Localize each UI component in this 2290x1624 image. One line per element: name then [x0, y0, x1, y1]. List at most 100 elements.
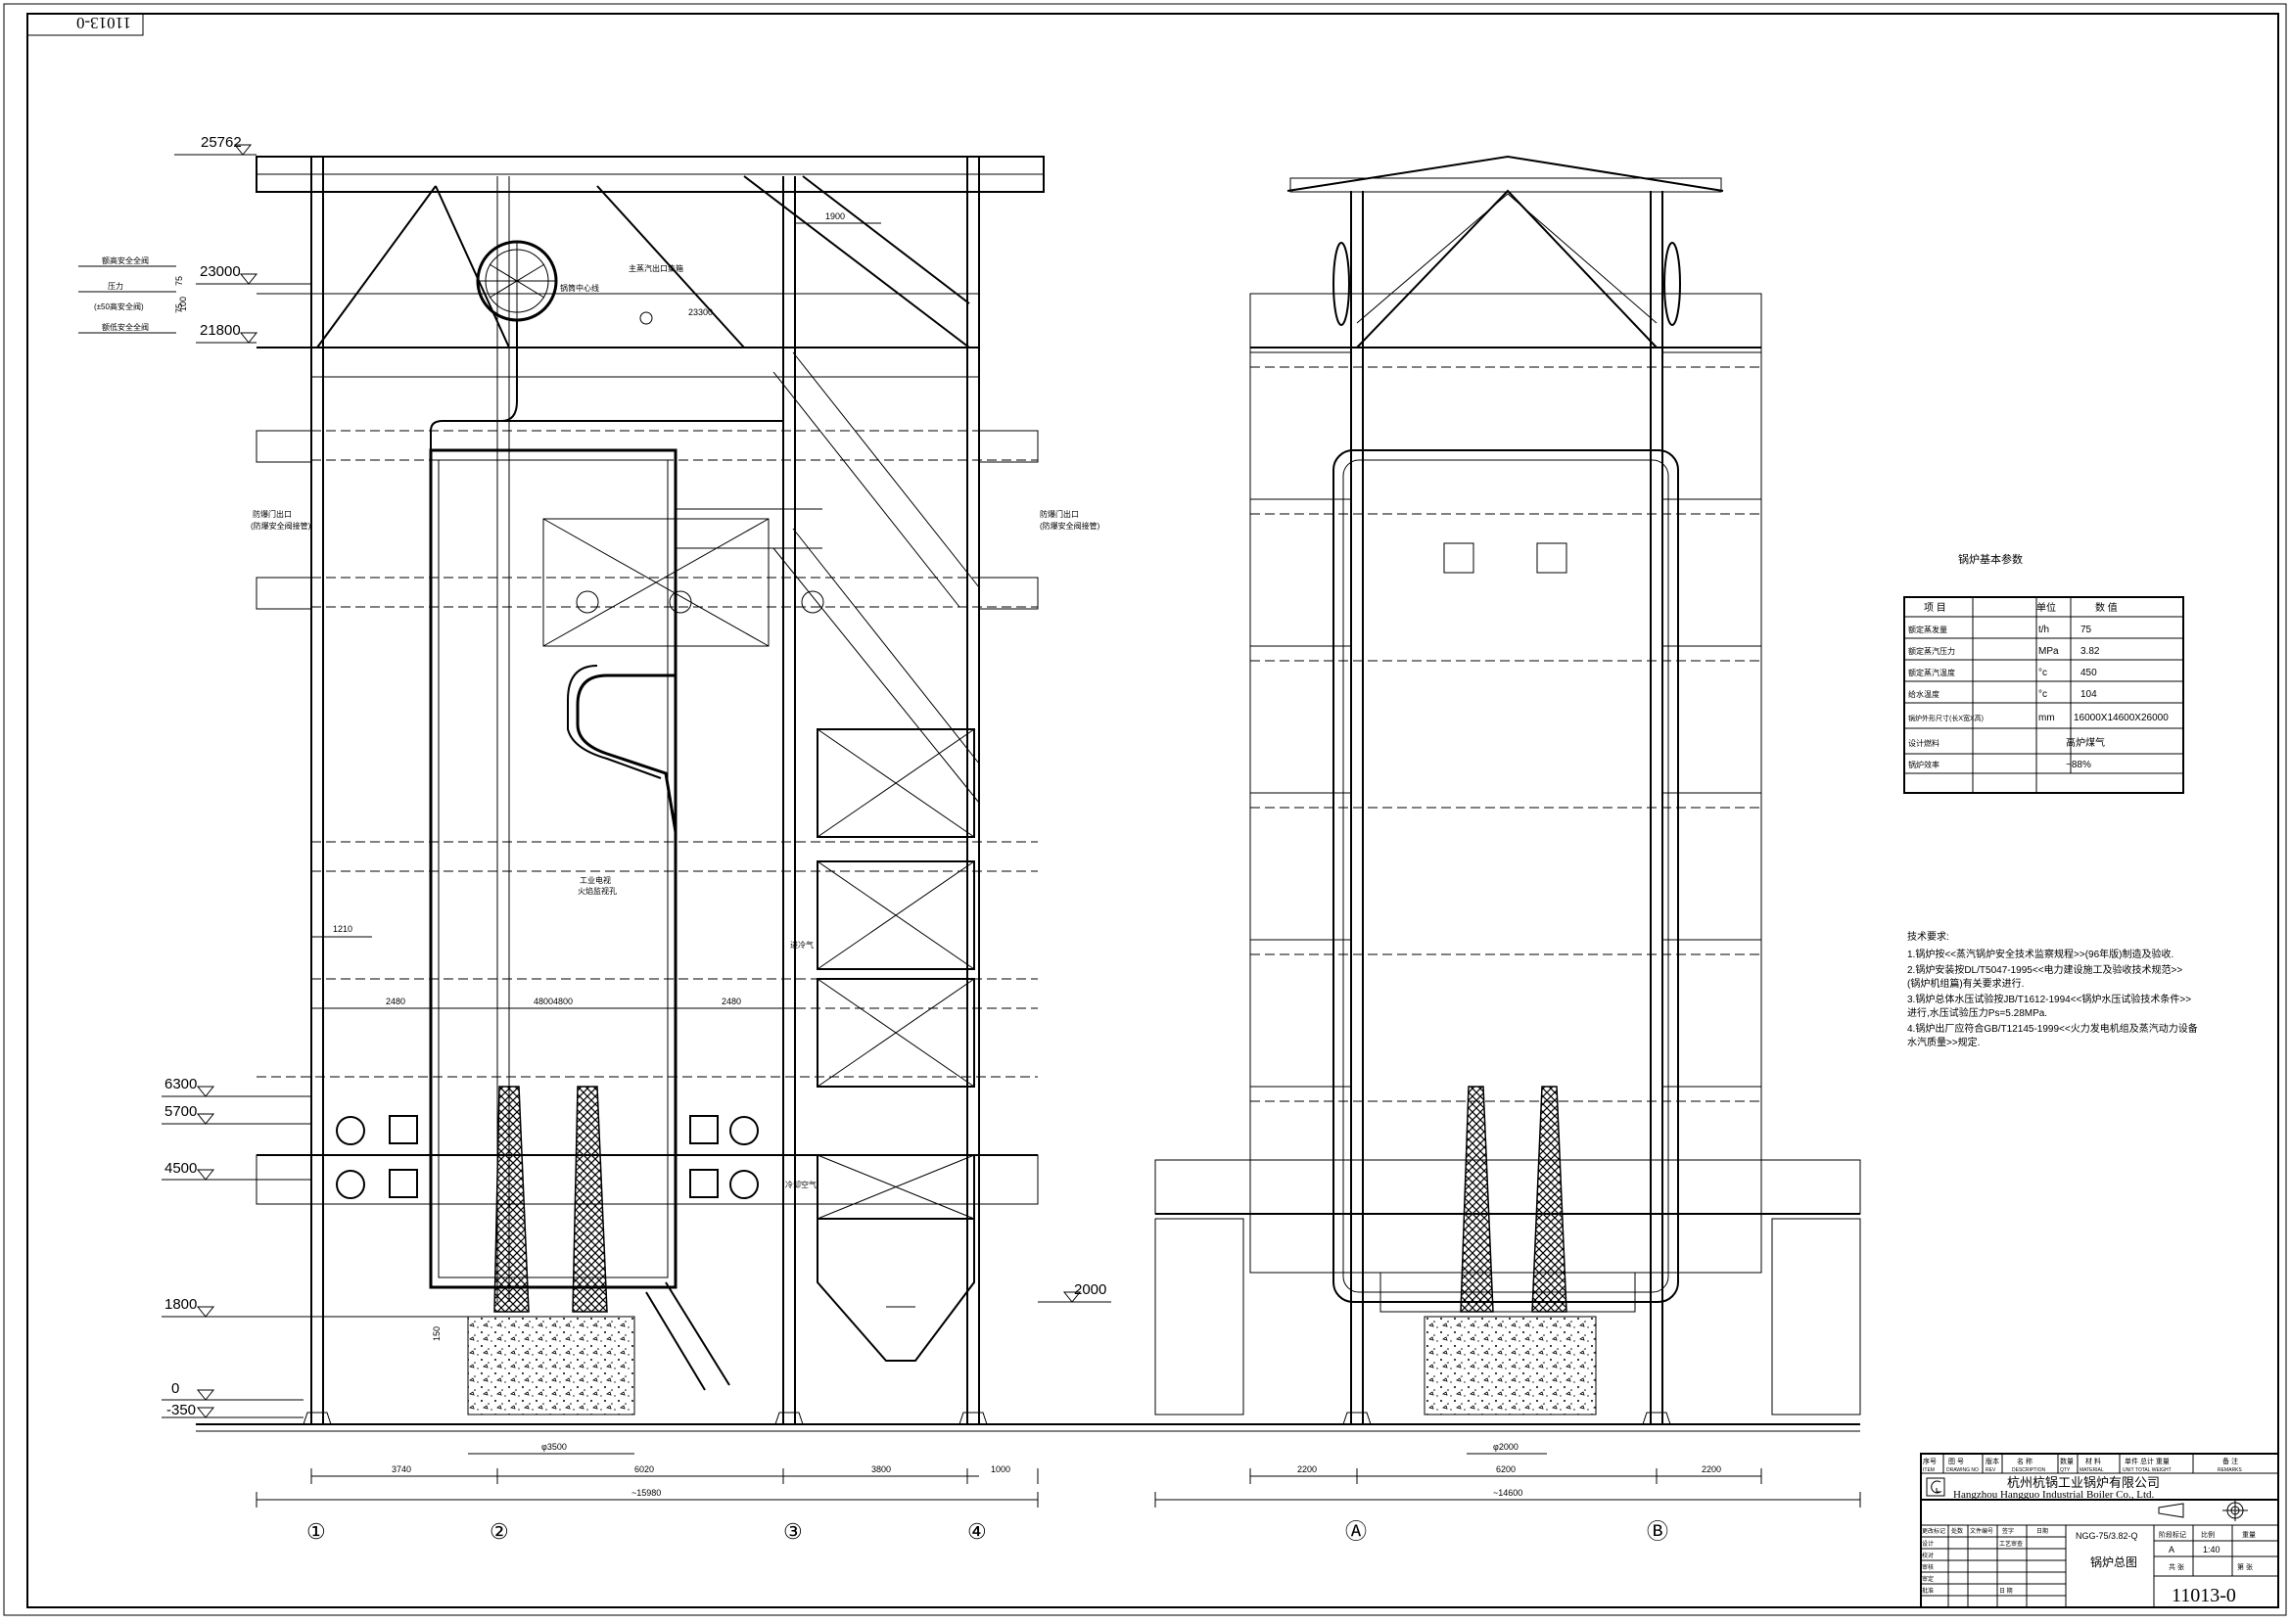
burner-group — [336, 1115, 759, 1199]
svg-text:批准: 批准 — [1922, 1587, 1934, 1595]
svg-text:450: 450 — [2080, 668, 2097, 678]
svg-text:额定蒸发量: 额定蒸发量 — [1908, 625, 1947, 634]
svg-text:冷却空气: 冷却空气 — [785, 1180, 817, 1189]
svg-text:材 料: 材 料 — [2085, 1457, 2101, 1465]
svg-text:°c: °c — [2038, 668, 2047, 678]
svg-text:额高安全全阀: 额高安全全阀 — [102, 255, 149, 265]
svg-text:-350: -350 — [166, 1402, 196, 1418]
svg-text:mm: mm — [2038, 713, 2055, 723]
svg-text:日 期: 日 期 — [1999, 1587, 2013, 1595]
company-logo — [1926, 1477, 1945, 1497]
svg-text:工艺审查: 工艺审查 — [1999, 1540, 2023, 1548]
svg-text:校对: 校对 — [1922, 1552, 1934, 1559]
svg-text:锅炉外形尺寸(长X宽X高): 锅炉外形尺寸(长X宽X高) — [1908, 714, 1984, 722]
svg-text:额定蒸汽压力: 额定蒸汽压力 — [1908, 646, 1955, 656]
projection-symbol-cone — [2158, 1503, 2184, 1518]
svg-text:REMARKS: REMARKS — [2218, 1467, 2242, 1473]
svg-text:(防爆安全阀接管): (防爆安全阀接管) — [251, 521, 311, 531]
svg-text:1.锅炉按<<蒸汽锅炉安全技术监察规程>>(96年版)制造及: 1.锅炉按<<蒸汽锅炉安全技术监察规程>>(96年版)制造及验收. — [1907, 948, 2173, 960]
svg-text:3800: 3800 — [871, 1464, 891, 1474]
svg-text:104: 104 — [2080, 689, 2097, 700]
svg-text:25762: 25762 — [201, 134, 242, 151]
svg-text:DRAWING NO: DRAWING NO — [1946, 1467, 1979, 1473]
svg-text:ITEM: ITEM — [1923, 1467, 1935, 1473]
svg-text:1210: 1210 — [333, 924, 352, 934]
svg-text:(±50高安全阀): (±50高安全阀) — [94, 302, 144, 311]
svg-text:A: A — [2169, 1545, 2174, 1554]
svg-text:150: 150 — [432, 1326, 442, 1341]
svg-text:23000: 23000 — [200, 263, 241, 280]
svg-text:16000X14600X26000: 16000X14600X26000 — [2074, 713, 2169, 723]
svg-text:6300: 6300 — [164, 1076, 197, 1092]
svg-text:6020: 6020 — [634, 1464, 654, 1474]
svg-text:Ⓑ: Ⓑ — [1647, 1519, 1668, 1544]
svg-text:③: ③ — [783, 1519, 803, 1544]
svg-text:重量: 重量 — [2242, 1531, 2256, 1539]
front-dims: 1900 23300 1210 2480 48004800 2480 150 1… — [174, 211, 1039, 1508]
svg-text:备 注: 备 注 — [2222, 1457, 2238, 1465]
svg-text:日期: 日期 — [2036, 1527, 2048, 1535]
svg-text:~88%: ~88% — [2066, 760, 2091, 770]
svg-text:设计燃料: 设计燃料 — [1908, 738, 1939, 748]
svg-text:4500: 4500 — [164, 1160, 197, 1177]
svg-text:1800: 1800 — [164, 1296, 197, 1313]
svg-text:进冷气: 进冷气 — [790, 940, 814, 950]
svg-text:进行,水压试验压力Ps=5.28MPa.: 进行,水压试验压力Ps=5.28MPa. — [1907, 1006, 2047, 1019]
svg-text:签字: 签字 — [2002, 1527, 2014, 1535]
svg-text:1900: 1900 — [825, 211, 845, 221]
svg-text:数 值: 数 值 — [2095, 601, 2118, 614]
svg-text:额低安全全阀: 额低安全全阀 — [102, 322, 149, 332]
svg-text:~15980: ~15980 — [631, 1488, 661, 1498]
side-axes: Ⓐ Ⓑ — [1345, 1519, 1668, 1544]
svg-text:75: 75 — [174, 276, 184, 286]
svg-text:文件编号: 文件编号 — [1970, 1527, 1993, 1535]
svg-text:2000: 2000 — [1074, 1281, 1106, 1298]
svg-text:技术要求:: 技术要求: — [1907, 930, 1949, 943]
svg-text:数量: 数量 — [2060, 1457, 2074, 1465]
svg-text:1:40: 1:40 — [2203, 1545, 2220, 1554]
svg-text:QTY: QTY — [2060, 1467, 2071, 1473]
front-labels: 额高安全全阀 压力 (±50高安全阀) 额低安全全阀 锅筒中心线 主蒸汽出口集箱… — [78, 255, 1100, 1189]
svg-text:φ3500: φ3500 — [541, 1442, 567, 1452]
svg-text:48004800: 48004800 — [534, 997, 573, 1006]
refractory-left — [493, 1086, 530, 1313]
svg-text:UNIT TOTAL WEIGHT: UNIT TOTAL WEIGHT — [2123, 1467, 2172, 1473]
front-view — [196, 156, 1185, 1432]
svg-text:名 称: 名 称 — [2017, 1457, 2033, 1465]
svg-text:~14600: ~14600 — [1493, 1488, 1522, 1498]
svg-text:3740: 3740 — [392, 1464, 411, 1474]
svg-text:Hangzhou Hangguo Industrial Bo: Hangzhou Hangguo Industrial Boiler Co., … — [1953, 1489, 2155, 1501]
svg-text:单件 总计 重量: 单件 总计 重量 — [2125, 1457, 2170, 1465]
svg-text:21800: 21800 — [200, 322, 241, 339]
svg-text:(锅炉机组篇)有关要求进行.: (锅炉机组篇)有关要求进行. — [1907, 977, 2024, 990]
svg-text:3.82: 3.82 — [2080, 646, 2100, 657]
svg-text:版本: 版本 — [1986, 1457, 1999, 1465]
svg-text:1000: 1000 — [991, 1464, 1010, 1474]
front-elevations: 25762 23000 21800 6300 5700 4500 1800 0 … — [162, 134, 1111, 1418]
svg-text:额定蒸汽温度: 额定蒸汽温度 — [1908, 668, 1955, 677]
svg-text:2480: 2480 — [722, 997, 741, 1006]
svg-text:锅筒中心线: 锅筒中心线 — [560, 283, 599, 293]
svg-text:主蒸汽出口集箱: 主蒸汽出口集箱 — [629, 263, 683, 273]
svg-text:(防爆安全阀接管): (防爆安全阀接管) — [1040, 521, 1100, 531]
svg-text:项 目: 项 目 — [1924, 602, 1946, 614]
outer-border — [3, 3, 2287, 1616]
svg-text:11013-0: 11013-0 — [2172, 1585, 2236, 1606]
svg-text:3.锅炉总体水压试验按JB/T1612-1994<<锅炉水压: 3.锅炉总体水压试验按JB/T1612-1994<<锅炉水压试验技术条件>> — [1907, 993, 2191, 1005]
svg-text:处数: 处数 — [1951, 1527, 1963, 1535]
svg-text:2480: 2480 — [386, 997, 405, 1006]
svg-text:给水温度: 给水温度 — [1908, 689, 1939, 699]
svg-text:防爆门出口: 防爆门出口 — [1040, 509, 1079, 519]
svg-text:DESCRIPTION: DESCRIPTION — [2012, 1467, 2046, 1473]
svg-text:75: 75 — [2080, 625, 2092, 635]
svg-text:°c: °c — [2038, 689, 2047, 700]
svg-text:t/h: t/h — [2038, 625, 2049, 635]
svg-text:23300: 23300 — [688, 307, 713, 317]
svg-text:防爆门出口: 防爆门出口 — [253, 509, 292, 519]
svg-text:2.锅炉安装按DL/T5047-1995<<电力建设施工及验: 2.锅炉安装按DL/T5047-1995<<电力建设施工及验收技术规范>> — [1907, 963, 2182, 976]
svg-text:100: 100 — [178, 297, 188, 311]
corner-drawing-number: 11013-0 — [76, 14, 131, 32]
svg-text:水汽质量>>规定.: 水汽质量>>规定. — [1907, 1036, 1980, 1048]
svg-text:压力: 压力 — [108, 281, 123, 291]
